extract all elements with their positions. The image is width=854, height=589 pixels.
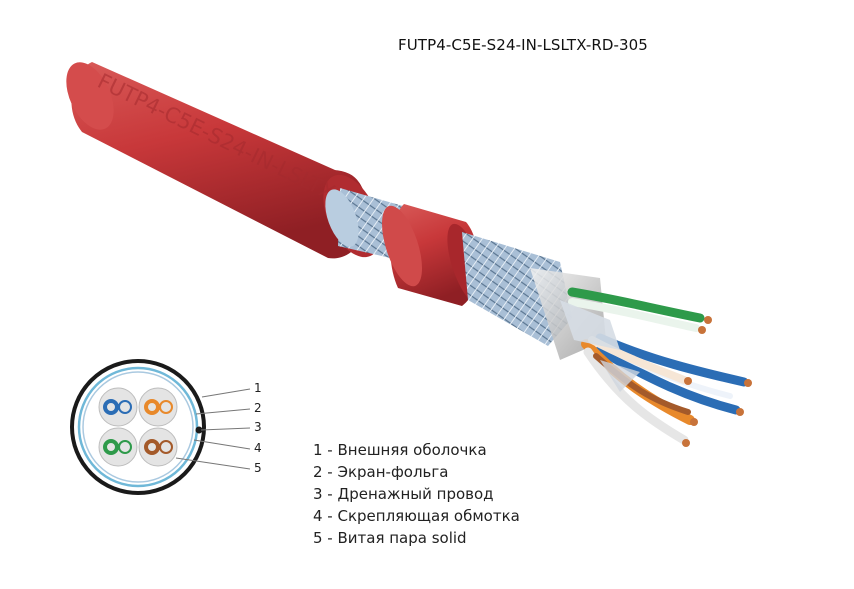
callout-1: 1 <box>254 381 262 395</box>
legend-item-foil-shield: 2 - Экран-фольга <box>313 463 449 481</box>
legend-item-binder-tape: 4 - Скрепляющая обмотка <box>313 507 520 525</box>
legend-item-twisted-pair: 5 - Витая пара solid <box>313 529 467 547</box>
product-title: FUTP4-C5E-S24-IN-LSLTX-RD-305 <box>398 36 648 54</box>
legend-item-outer-jacket: 1 - Внешняя оболочка <box>313 441 487 459</box>
jacket-ring <box>381 204 485 306</box>
cable-cross-section-icon <box>70 359 206 495</box>
callout-3: 3 <box>254 420 262 434</box>
callout-lines <box>175 388 251 470</box>
twisted-pairs <box>560 287 752 447</box>
callout-2: 2 <box>254 401 262 415</box>
callout-5: 5 <box>254 461 262 475</box>
legend-item-drain-wire: 3 - Дренажный провод <box>313 485 494 503</box>
legend-list: 1 - Внешняя оболочка 2 - Экран-фольга 3 … <box>313 439 520 549</box>
callout-4: 4 <box>254 441 262 455</box>
